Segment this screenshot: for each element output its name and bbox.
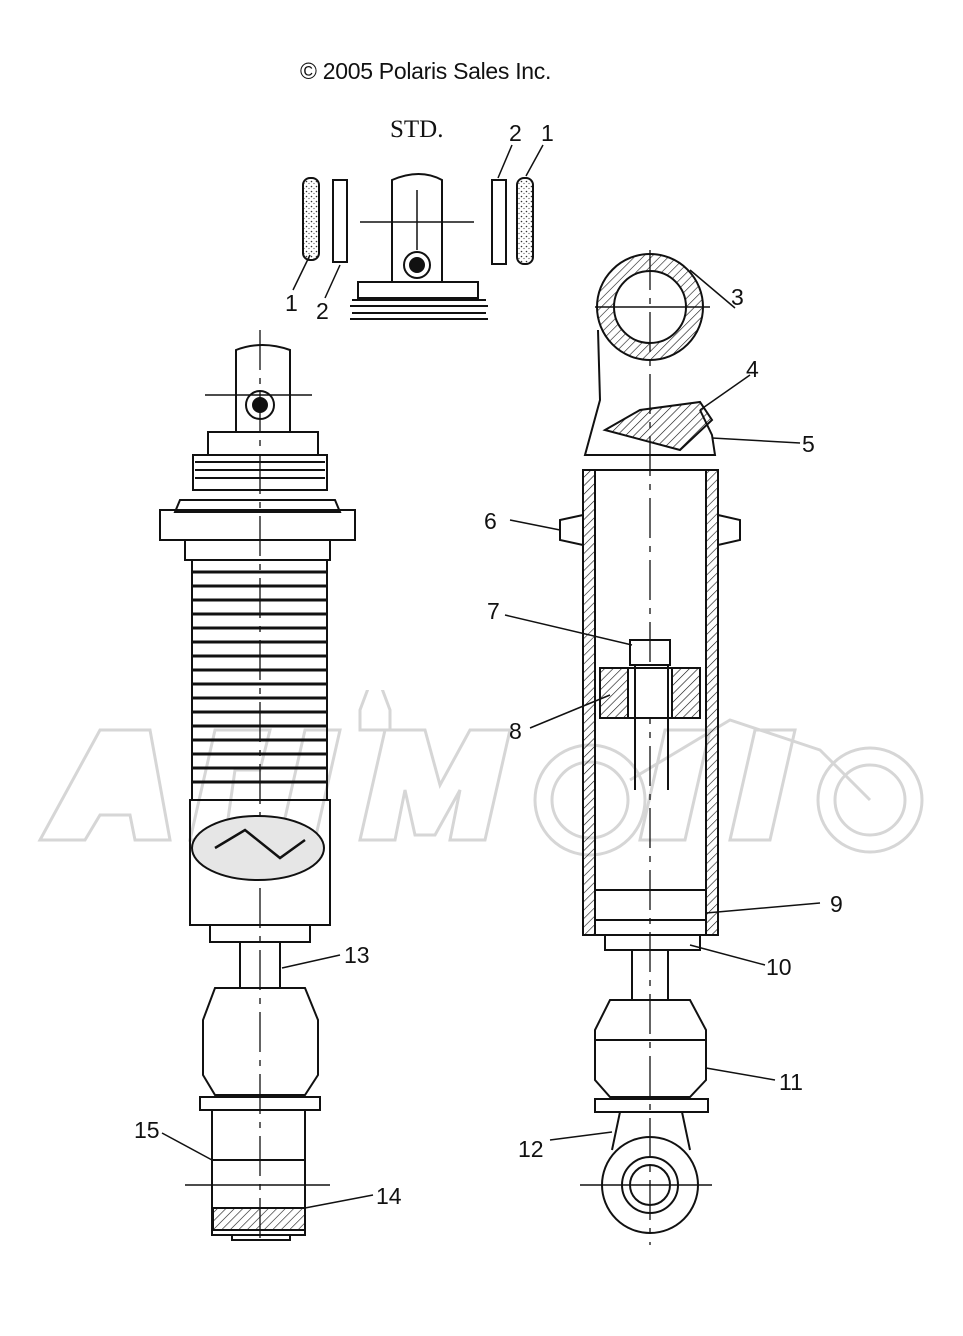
- callout-7: 7: [487, 598, 500, 624]
- callout-5: 5: [802, 431, 815, 457]
- left-shock-exterior: [159, 330, 356, 1241]
- std-detail: [302, 173, 534, 320]
- leader-lines: [161, 144, 821, 1209]
- callout-10: 10: [766, 954, 792, 980]
- callout-8: 8: [509, 718, 522, 744]
- right-shock-cutaway: [559, 250, 741, 1245]
- callout-12: 12: [518, 1136, 544, 1162]
- callout-2-right: 2: [509, 120, 522, 146]
- callout-1-right: 1: [541, 120, 554, 146]
- callout-9: 9: [830, 891, 843, 917]
- callout-14: 14: [376, 1183, 402, 1209]
- callout-4: 4: [746, 356, 759, 382]
- callout-13: 13: [344, 942, 370, 968]
- copyright-text: © 2005 Polaris Sales Inc.: [300, 58, 552, 84]
- callout-6: 6: [484, 508, 497, 534]
- callout-11: 11: [779, 1069, 803, 1095]
- callout-1-left: 1: [285, 290, 298, 316]
- callout-15: 15: [134, 1117, 160, 1143]
- callout-2-left: 2: [316, 298, 329, 324]
- variant-label: STD.: [390, 116, 444, 143]
- callout-3: 3: [731, 284, 744, 310]
